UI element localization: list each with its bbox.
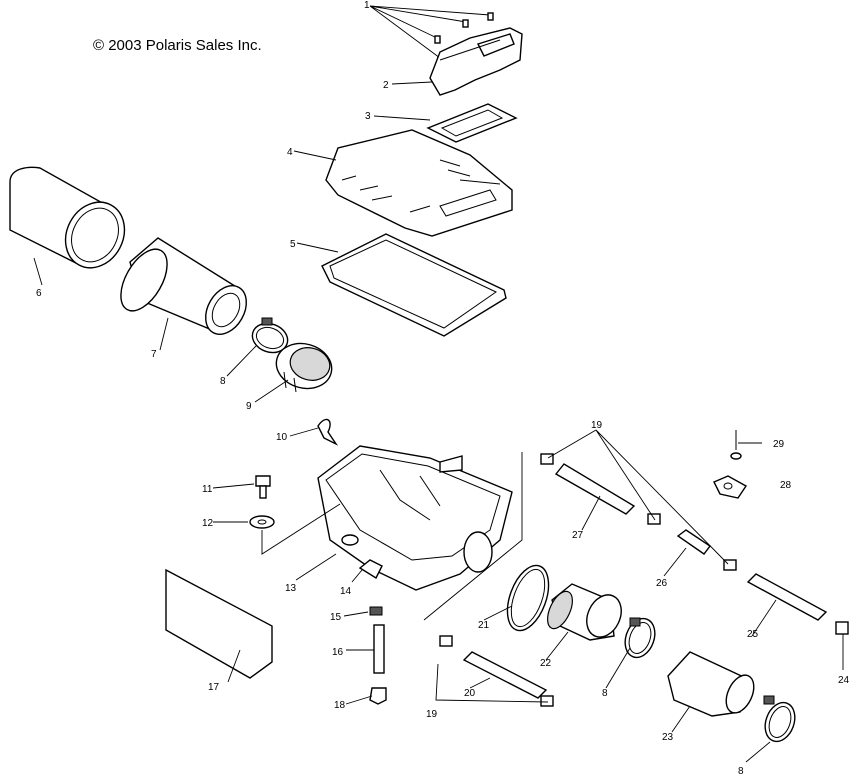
label-7: 7	[151, 349, 157, 360]
label-8-lower: 8	[738, 766, 744, 774]
label-22: 22	[540, 658, 552, 669]
label-19-lower: 19	[426, 709, 438, 720]
part-12-washer	[249, 515, 275, 529]
part-15-cap	[369, 606, 383, 616]
label-26: 26	[656, 578, 668, 589]
label-9: 9	[246, 401, 252, 412]
label-10: 10	[276, 432, 288, 443]
label-12: 12	[202, 518, 214, 529]
part-6-prefilter	[9, 166, 126, 269]
part-21-o-ring	[506, 564, 550, 632]
label-24: 24	[838, 675, 850, 686]
label-14: 14	[340, 586, 352, 597]
part-9-adapter	[275, 342, 333, 393]
label-11: 11	[202, 484, 213, 495]
label-21: 21	[478, 620, 490, 631]
label-17: 17	[208, 682, 220, 693]
label-8-upper: 8	[220, 376, 226, 387]
label-19-upper: 19	[591, 420, 603, 431]
label-3: 3	[365, 111, 371, 122]
part-8-clamp-upper	[251, 317, 289, 354]
part-22-outlet-boot	[547, 583, 622, 641]
part-25-hose	[746, 573, 828, 621]
label-1: 1	[364, 0, 370, 11]
part-29-pin	[730, 430, 742, 460]
callout-labels: 1 2 3 4 5 6 7 8 9 10 11 12 13 14 15 16 1…	[36, 0, 850, 774]
copyright-notice: © 2003 Polaris Sales Inc.	[93, 37, 262, 54]
part-2-inlet-duct	[429, 27, 523, 96]
part-11-bolt	[255, 475, 271, 499]
label-8-middle: 8	[602, 688, 608, 699]
part-24-cap	[835, 621, 849, 635]
label-4: 4	[287, 147, 293, 158]
label-15: 15	[330, 612, 342, 623]
label-29: 29	[773, 439, 785, 450]
label-28: 28	[780, 480, 792, 491]
part-26-check-valve	[676, 529, 712, 555]
label-2: 2	[383, 80, 389, 91]
part-8-clamp-lower	[763, 695, 796, 743]
part-4-airbox-cover	[325, 129, 513, 237]
label-23: 23	[662, 732, 674, 743]
label-25: 25	[747, 629, 759, 640]
label-27: 27	[572, 530, 584, 541]
part-17-foam-pad	[165, 568, 273, 679]
part-3-gasket	[426, 103, 518, 143]
label-18: 18	[334, 700, 346, 711]
part-28-bracket	[713, 475, 748, 499]
part-20-hose	[462, 651, 548, 699]
part-14-airbox	[317, 445, 513, 591]
part-10-clip	[317, 418, 339, 446]
part-23-coupler	[667, 651, 755, 717]
label-6: 6	[36, 288, 42, 299]
label-16: 16	[332, 647, 344, 658]
part-27-hose	[554, 463, 636, 515]
part-8-clamp-middle	[624, 617, 656, 659]
part-7-air-filter	[120, 237, 247, 335]
label-5: 5	[290, 239, 296, 250]
label-20: 20	[464, 688, 476, 699]
label-13: 13	[285, 583, 297, 594]
part-5-cover-seal	[321, 233, 507, 337]
part-16-drain-tube	[373, 624, 385, 674]
leader-lines	[33, 81, 844, 763]
part-18-plug	[369, 687, 387, 705]
